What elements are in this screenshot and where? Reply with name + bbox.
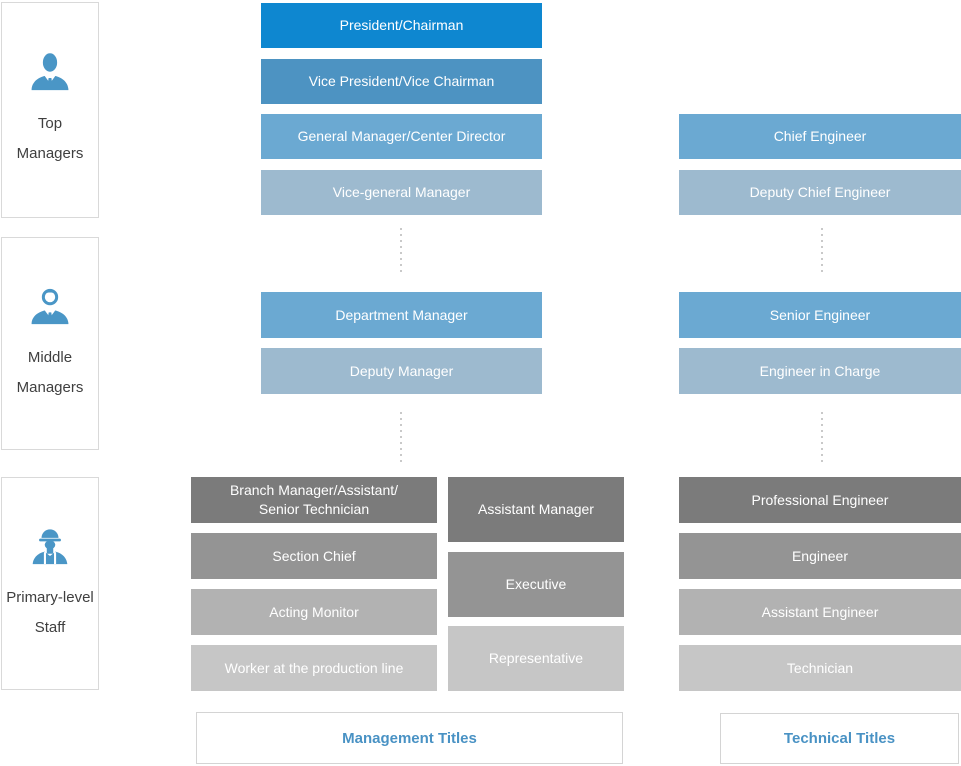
group-middle-managers: Middle Managers (1, 237, 99, 450)
technical-titles-footer: Technical Titles (720, 713, 959, 764)
professional-engineer-box: Professional Engineer (679, 477, 961, 523)
group-top-managers: Top Managers (1, 2, 99, 218)
manager-icon (31, 288, 69, 324)
group-label-middle-managers: Middle Managers (16, 348, 84, 396)
worker-icon (32, 528, 68, 564)
technical-dotted-connector-bottom (821, 412, 823, 464)
assistant-manager-box: Assistant Manager (448, 477, 624, 542)
representative-box: Representative (448, 626, 624, 691)
department-manager-box: Department Manager (261, 292, 542, 338)
production-line-worker-box: Worker at the production line (191, 645, 437, 691)
technical-dotted-connector-top (821, 228, 823, 274)
executive-box: Executive (448, 552, 624, 617)
engineer-in-charge-box: Engineer in Charge (679, 348, 961, 394)
branch-manager-box: Branch Manager/Assistant/ Senior Technic… (191, 477, 437, 523)
technician-box: Technician (679, 645, 961, 691)
chief-engineer-box: Chief Engineer (679, 114, 961, 159)
president-chairman-box: President/Chairman (261, 3, 542, 48)
deputy-manager-box: Deputy Manager (261, 348, 542, 394)
businessman-icon (31, 53, 69, 91)
group-label-top-managers: Top Managers (16, 115, 84, 162)
general-manager-box: General Manager/Center Director (261, 114, 542, 159)
group-primary-level-staff: Primary-level Staff (1, 477, 99, 690)
group-label-primary-level-staff: Primary-level Staff (6, 588, 94, 636)
senior-engineer-box: Senior Engineer (679, 292, 961, 338)
management-dotted-connector-top (400, 228, 402, 274)
vice-general-manager-box: Vice-general Manager (261, 170, 542, 215)
vice-president-box: Vice President/Vice Chairman (261, 59, 542, 104)
section-chief-box: Section Chief (191, 533, 437, 579)
engineer-box: Engineer (679, 533, 961, 579)
deputy-chief-engineer-box: Deputy Chief Engineer (679, 170, 961, 215)
management-dotted-connector-bottom (400, 412, 402, 464)
acting-monitor-box: Acting Monitor (191, 589, 437, 635)
management-titles-footer: Management Titles (196, 712, 623, 764)
assistant-engineer-box: Assistant Engineer (679, 589, 961, 635)
